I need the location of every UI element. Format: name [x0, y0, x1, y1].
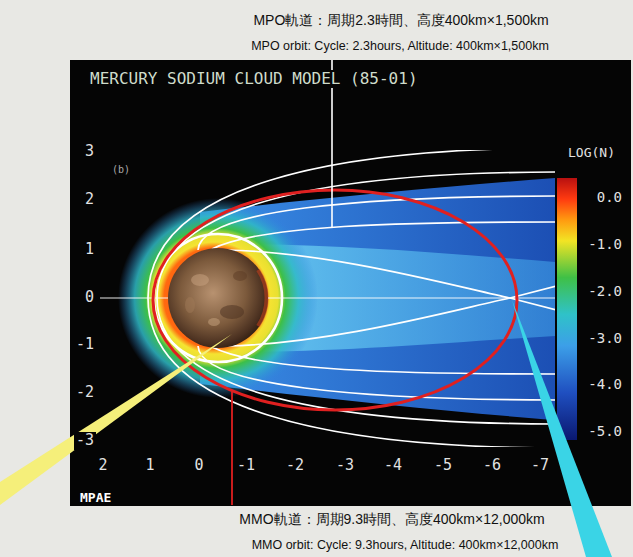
field-line [198, 346, 555, 400]
crater [220, 305, 244, 319]
axis-tick: -3 [334, 457, 356, 474]
crater [208, 318, 220, 326]
field-line [198, 196, 555, 250]
crater [185, 297, 195, 313]
colorbar-tick: 0.0 [595, 189, 624, 205]
mercury-planet [168, 248, 268, 348]
axis-tick: -1 [235, 457, 257, 474]
axis-tick: 2 [96, 457, 109, 474]
plot-panel [70, 60, 631, 506]
colorbar-tick: -1.0 [586, 236, 624, 252]
axis-tick: -2 [74, 384, 96, 401]
crater [233, 271, 247, 281]
sodium-cloud [100, 150, 555, 447]
mpo-orbit [154, 234, 282, 362]
orbit-label: MPO軌道：周期2.3時間、高度400km×1,500km [251, 12, 550, 28]
color-bar [557, 178, 577, 440]
axis-tick: 1 [143, 457, 156, 474]
field-line [212, 347, 555, 374]
plot-title: MERCURY SODIUM CLOUD MODEL (85-01) [88, 70, 420, 88]
orbit-label: MMO軌道：周期9.3時間、高度400km×12,000km [237, 511, 546, 527]
crater [191, 274, 209, 286]
field-line [148, 150, 555, 447]
pointer-wedge [0, 334, 232, 505]
axis-tick: 0 [192, 457, 205, 474]
planet-limb [258, 270, 267, 326]
axis-tick: -1 [74, 336, 96, 353]
axis-tick: 0 [83, 289, 96, 306]
orbit-label: MPO orbit: Cycle: 2.3hours, Altitude: 40… [249, 39, 551, 53]
leader-line [231, 392, 233, 505]
orbit-label: MMO orbit: Cycle: 9.3hours, Altitude: 40… [250, 538, 561, 552]
panel-letter: (b) [110, 164, 132, 176]
institute-mark: MPAE [78, 491, 113, 506]
colorbar-tick: -5.0 [586, 423, 624, 439]
axis-tick: -5 [432, 457, 454, 474]
mmo-orbit [153, 190, 517, 410]
axis-tick: -6 [481, 457, 503, 474]
axis-tick: 1 [83, 241, 96, 258]
axis-tick: -3 [74, 432, 96, 449]
colorbar-tick: -2.0 [586, 283, 624, 299]
axis-tick: -7 [529, 457, 551, 474]
colorbar-tick: -4.0 [586, 376, 624, 392]
planet-disc [168, 248, 268, 348]
axis-tick: 3 [83, 143, 96, 160]
axis-tick: 2 [83, 191, 96, 208]
colorbar-tick: -3.0 [586, 330, 624, 346]
axis-tick: -2 [284, 457, 306, 474]
field-line [157, 172, 555, 424]
colorbar-title: LOG(N) [566, 146, 617, 161]
field-line [212, 222, 555, 249]
field-lines [148, 150, 555, 447]
axis-tick: -4 [382, 457, 404, 474]
